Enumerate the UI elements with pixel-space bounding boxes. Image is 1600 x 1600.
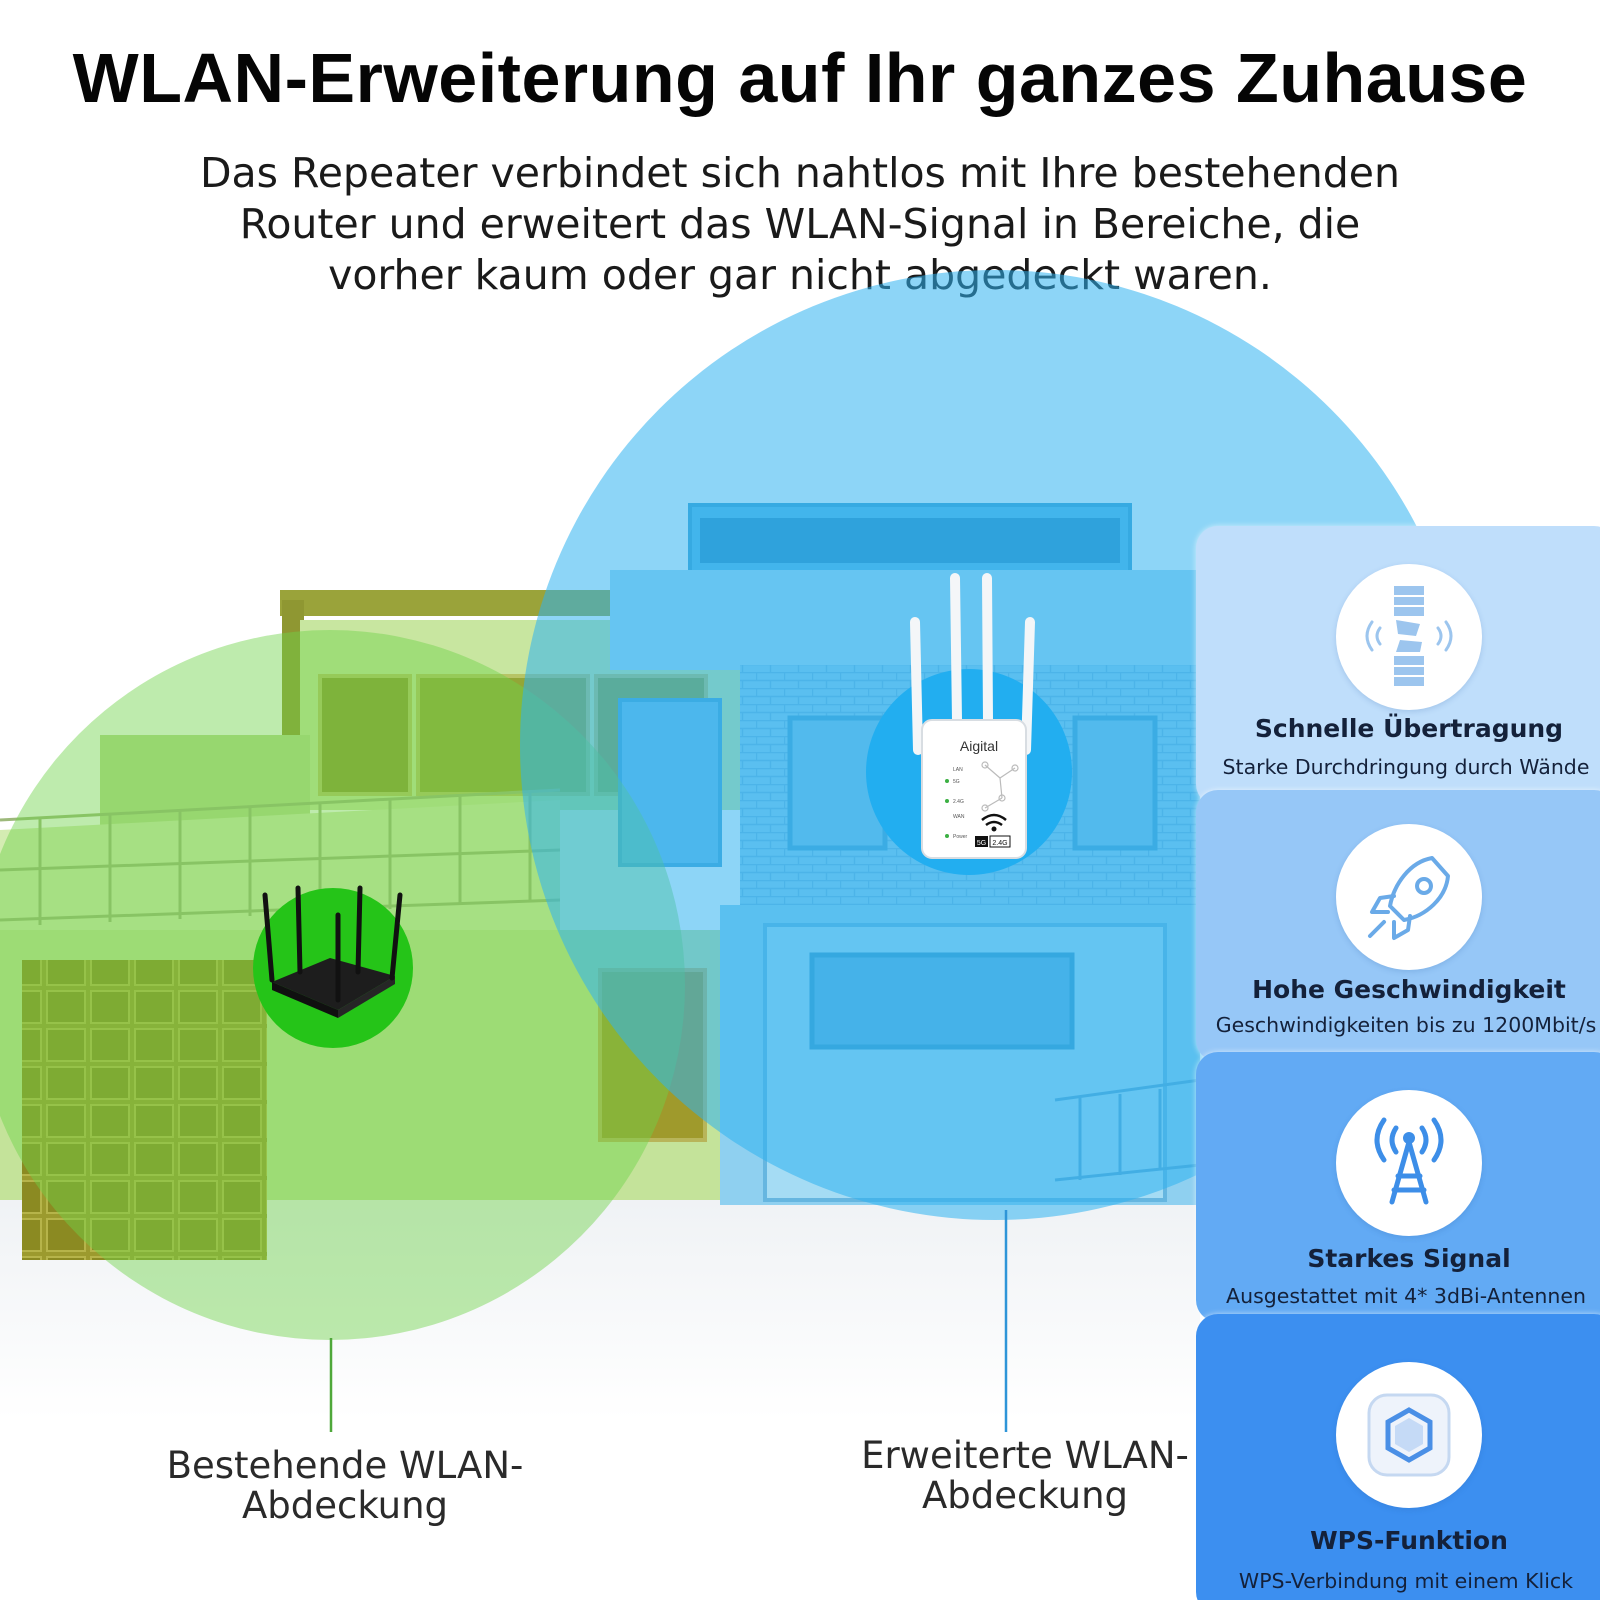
garage-door: [22, 960, 267, 1260]
existing-coverage-line: Abdeckung: [241, 1484, 449, 1527]
svg-text:2.4G: 2.4G: [953, 799, 964, 805]
repeater-device: Aigital LAN 5G 2.4G WAN Power 5G 2.4G: [866, 573, 1072, 875]
signal-tower-icon: [1336, 1090, 1482, 1236]
wps-button-icon: [1336, 1362, 1482, 1508]
svg-text:2.4G: 2.4G: [992, 840, 1007, 847]
extended-coverage-line: Erweiterte WLAN-: [861, 1434, 1189, 1477]
feature-title: WPS-Funktion: [1310, 1526, 1508, 1555]
page-subtitle: Das Repeater verbindet sich nahtlos mit …: [150, 148, 1450, 301]
svg-text:5G: 5G: [977, 840, 986, 847]
svg-text:Power: Power: [953, 834, 968, 840]
feature-description: Ausgestattet mit 4* 3dBi-Antennen: [1226, 1284, 1586, 1308]
existing-coverage-label: Bestehende WLAN- Abdeckung: [140, 1446, 550, 1526]
rocket-icon: [1336, 824, 1482, 970]
existing-coverage-line: Bestehende WLAN-: [166, 1444, 524, 1487]
subtitle-line: Router und erweitert das WLAN-Signal in …: [239, 200, 1361, 248]
feature-description: Geschwindigkeiten bis zu 1200Mbit/s: [1215, 1013, 1597, 1037]
subtitle-line: Das Repeater verbindet sich nahtlos mit …: [199, 149, 1401, 197]
router-icon: [253, 885, 413, 1048]
svg-text:5G: 5G: [953, 779, 960, 785]
svg-text:LAN: LAN: [953, 767, 963, 773]
extended-coverage-line: Abdeckung: [921, 1474, 1129, 1517]
feature-card-fast-transfer: Schnelle Übertragung Starke Durchdringun…: [1196, 526, 1600, 806]
feature-title: Schnelle Übertragung: [1254, 714, 1564, 743]
svg-text:WAN: WAN: [953, 814, 965, 820]
page-title: WLAN-Erweiterung auf Ihr ganzes Zuhause: [72, 39, 1528, 117]
extended-coverage-label: Erweiterte WLAN- Abdeckung: [830, 1436, 1220, 1516]
feature-title: Starkes Signal: [1307, 1244, 1511, 1273]
feature-card-high-speed: Hohe Geschwindigkeit Geschwindigkeiten b…: [1196, 790, 1600, 1062]
wall-penetration-icon: [1336, 564, 1482, 710]
feature-description: WPS-Verbindung mit einem Klick: [1238, 1569, 1574, 1593]
feature-description: Starke Durchdringung durch Wände: [1222, 755, 1590, 779]
feature-card-wps: WPS-Funktion WPS-Verbindung mit einem Kl…: [1196, 1314, 1600, 1600]
feature-title: Hohe Geschwindigkeit: [1252, 975, 1566, 1004]
feature-card-strong-signal: Starkes Signal Ausgestattet mit 4* 3dBi-…: [1196, 1052, 1600, 1322]
repeater-brand: Aigital: [960, 738, 998, 754]
